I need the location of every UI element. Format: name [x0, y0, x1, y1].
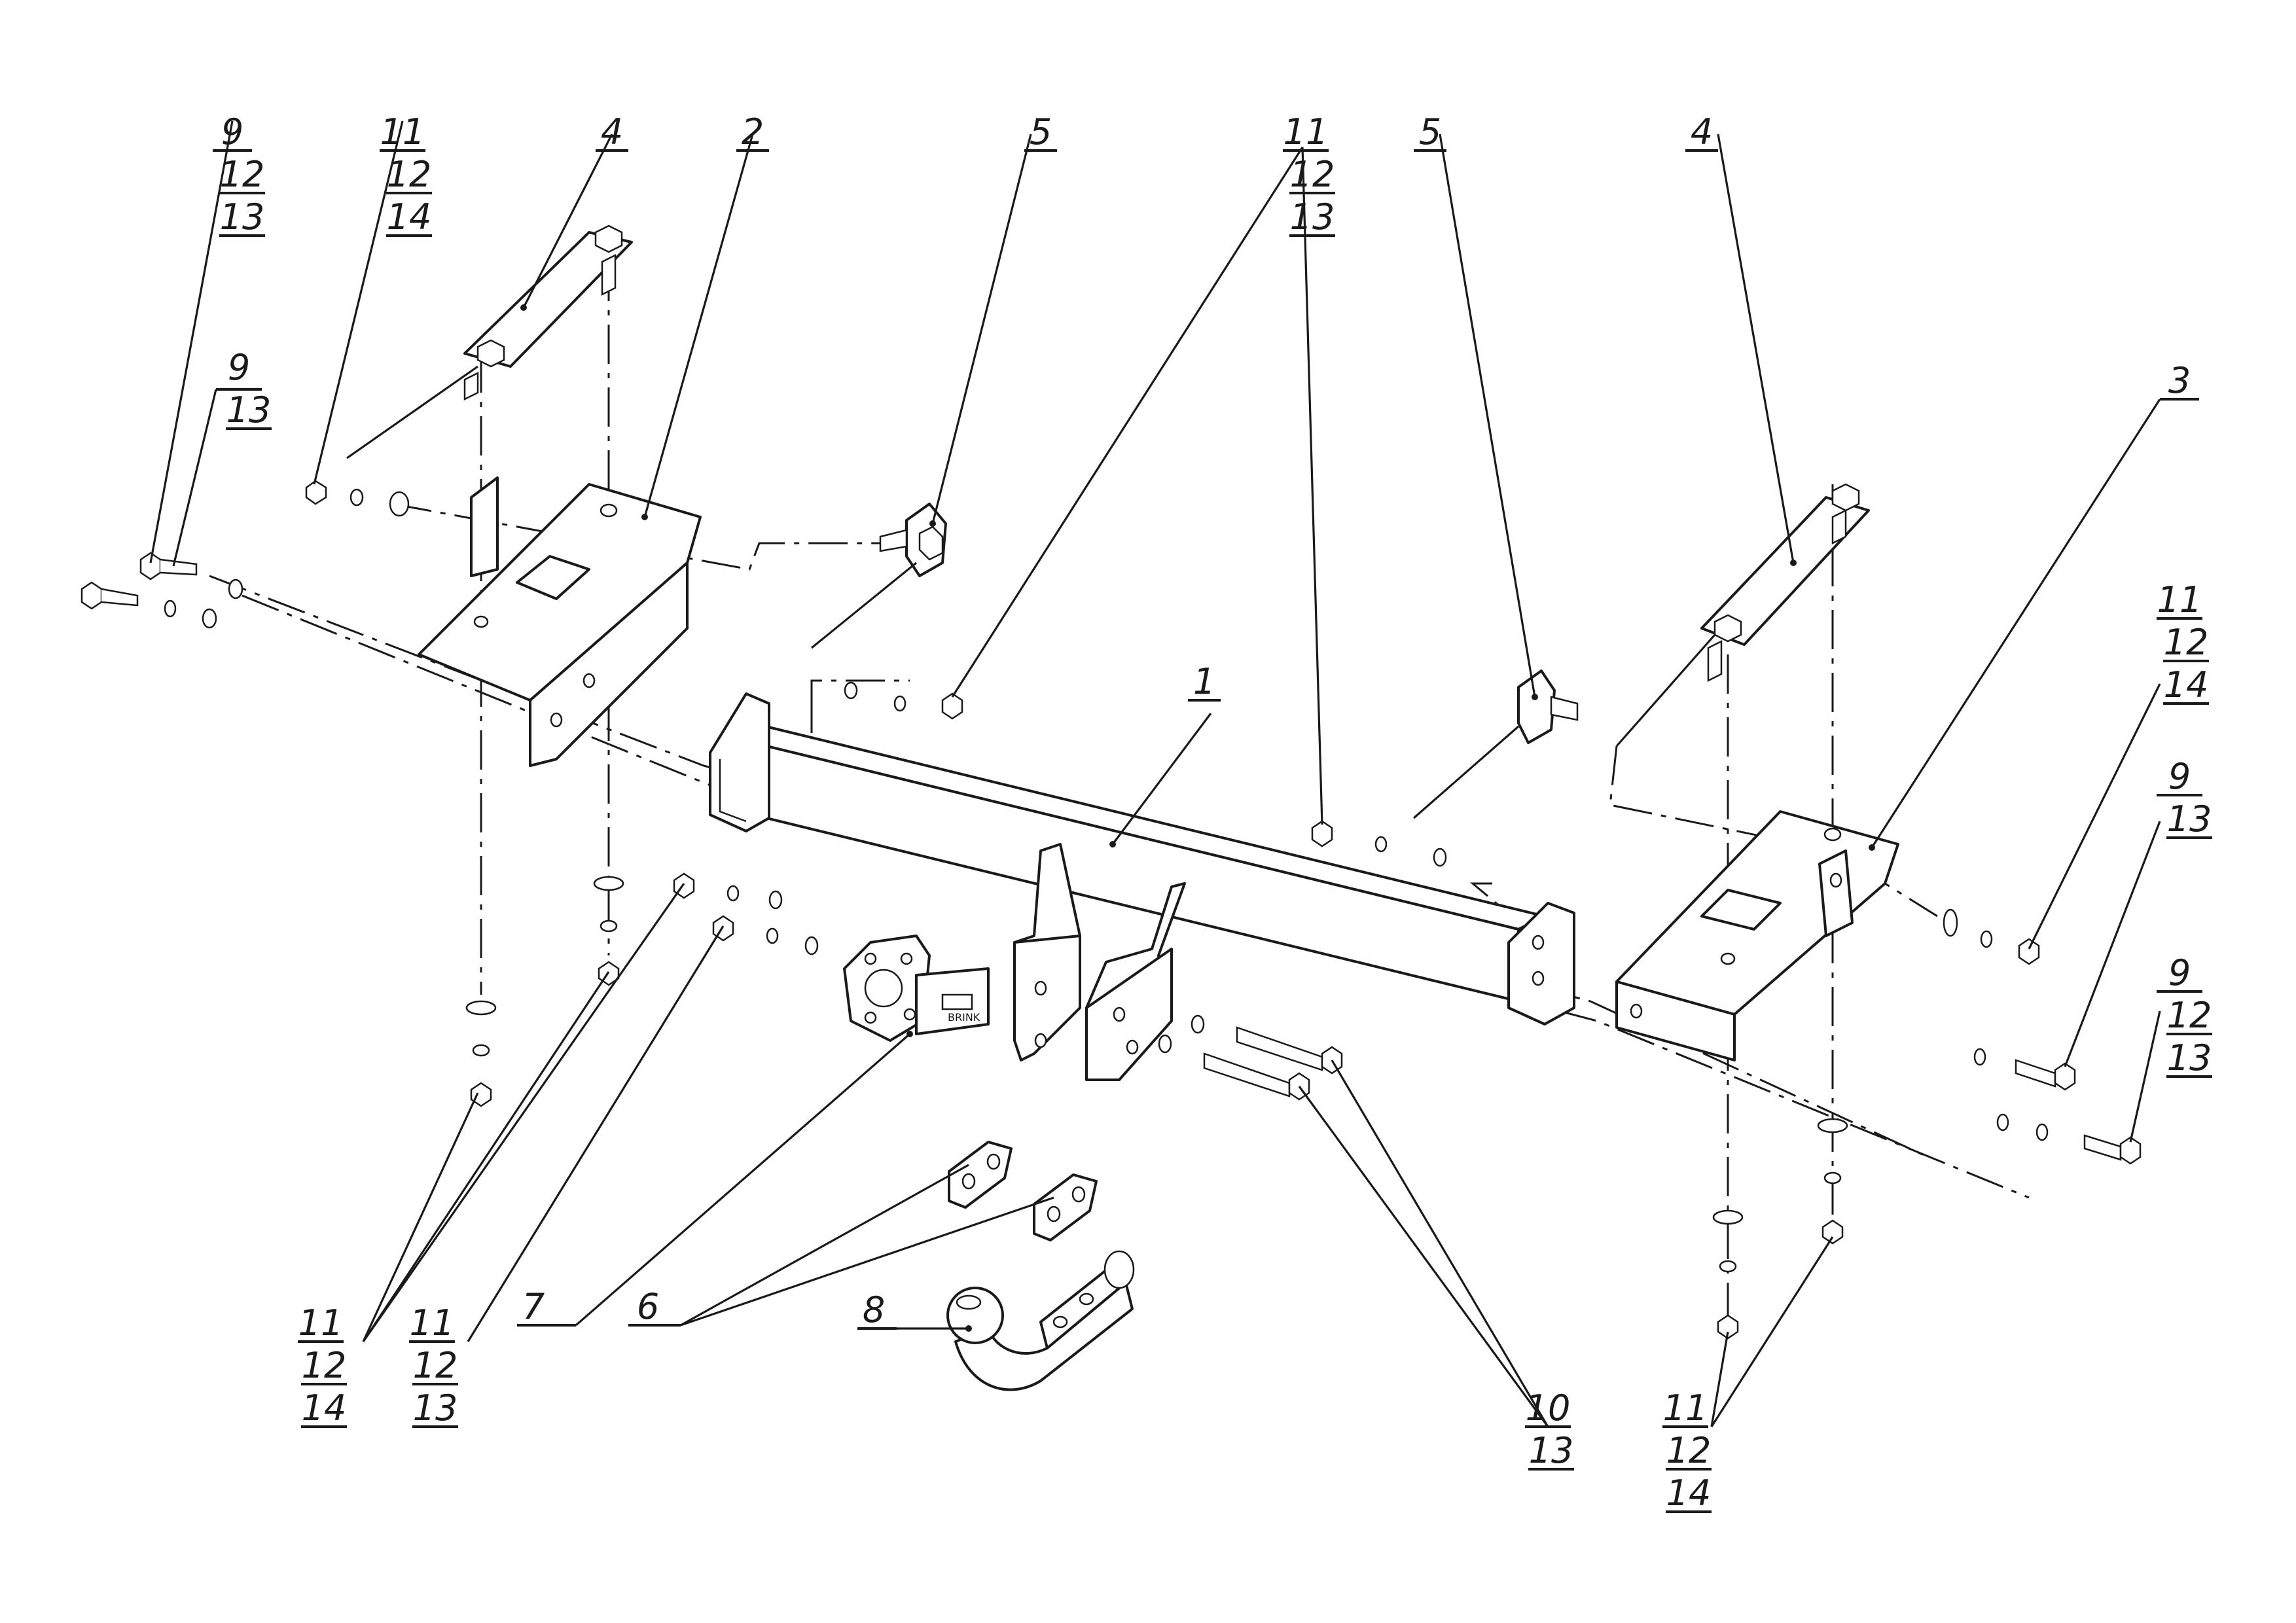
- callout-label-3: 3: [2160, 360, 2199, 401]
- svg-text:6: 6: [637, 1286, 659, 1327]
- svg-text:5: 5: [1419, 111, 1441, 152]
- callout-label-5-b: 5: [1414, 111, 1446, 152]
- cross-beam-part-1: [709, 692, 1575, 1026]
- callout-label-4-b: 4: [1685, 111, 1718, 152]
- svg-text:3: 3: [2168, 360, 2191, 401]
- stud-plate-part-5-right: [1412, 669, 1579, 819]
- callout-label-9-12-13-b: 9 12 13: [2157, 952, 2212, 1079]
- svg-text:5: 5: [1030, 111, 1052, 152]
- svg-text:9: 9: [2168, 952, 2191, 993]
- svg-text:11: 11: [298, 1302, 344, 1344]
- svg-text:11: 11: [2157, 579, 2202, 620]
- callout-label-9-13-b: 9 13: [2157, 756, 2212, 840]
- ball-mount-brackets: [1013, 843, 1186, 1081]
- svg-text:12: 12: [1666, 1430, 1712, 1471]
- left-bracket-part-2: [418, 476, 702, 767]
- svg-text:7: 7: [522, 1286, 545, 1327]
- callout-label-9-12-13-a: 9 12 13: [213, 111, 265, 238]
- bolt-left-lower: [81, 581, 139, 610]
- callout-label-11-12-14-c: 11 12 14: [298, 1302, 347, 1429]
- svg-text:10: 10: [1526, 1387, 1571, 1429]
- clamp-plate-part-4-left: [346, 224, 633, 459]
- svg-text:13: 13: [1290, 196, 1335, 238]
- clamp-plate-part-4-right: [1615, 483, 1870, 747]
- svg-text:12: 12: [1290, 154, 1335, 195]
- svg-text:14: 14: [302, 1387, 347, 1429]
- svg-text:9: 9: [2168, 756, 2191, 797]
- callout-label-11-12-14-b: 11 12 14: [2157, 579, 2209, 705]
- brand-plate-text: BRINK: [948, 1011, 980, 1024]
- svg-text:12: 12: [413, 1345, 458, 1386]
- socket-plate-part-7: BRINK: [843, 935, 990, 1042]
- svg-text:9: 9: [221, 111, 243, 152]
- svg-text:13: 13: [2167, 1037, 2212, 1079]
- svg-text:14: 14: [1666, 1472, 1712, 1514]
- svg-text:13: 13: [413, 1387, 458, 1429]
- svg-text:11: 11: [410, 1302, 455, 1344]
- bolt-right-lower: [2083, 1134, 2142, 1165]
- svg-text:13: 13: [2167, 798, 2212, 840]
- svg-text:12: 12: [2167, 995, 2212, 1036]
- callout-label-5-a: 5: [1024, 111, 1057, 152]
- bolt-long-upper: [1236, 1026, 1343, 1075]
- svg-text:12: 12: [302, 1345, 347, 1386]
- assembly-axes: [209, 262, 2030, 1342]
- callout-label-11-12-13-top: 11 12 13: [1283, 111, 1335, 238]
- svg-text:12: 12: [387, 154, 432, 195]
- tow-ball-part-8: [946, 1250, 1135, 1391]
- svg-text:9: 9: [228, 347, 250, 388]
- svg-text:2: 2: [742, 111, 764, 152]
- right-bracket-part-3: [1615, 810, 1899, 1061]
- svg-text:11: 11: [380, 111, 425, 152]
- callout-label-11-12-13-c: 11 12 13: [409, 1302, 458, 1429]
- callout-label-6: 6: [628, 1286, 681, 1327]
- svg-text:4: 4: [601, 111, 623, 152]
- callout-label-11-12-14-d: 11 12 14: [1662, 1387, 1712, 1514]
- svg-text:1: 1: [1193, 661, 1215, 702]
- callout-label-4-a: 4: [596, 111, 628, 152]
- callout-label-9-13-a: 9 13: [216, 347, 272, 431]
- svg-text:11: 11: [1283, 111, 1329, 152]
- bolt-left-upper: [139, 552, 198, 580]
- callout-label-7: 7: [517, 1286, 576, 1327]
- callout-label-2: 2: [736, 111, 769, 152]
- svg-text:13: 13: [220, 196, 265, 238]
- svg-text:13: 13: [1529, 1430, 1574, 1471]
- stud-plate-part-5-left: [810, 503, 947, 649]
- svg-text:13: 13: [226, 389, 272, 431]
- svg-text:8: 8: [863, 1289, 885, 1330]
- leader-lines: [149, 120, 2161, 1427]
- svg-text:12: 12: [220, 154, 265, 195]
- svg-text:11: 11: [1663, 1387, 1708, 1429]
- callout-label-10-13: 10 13: [1525, 1387, 1574, 1471]
- spacer-part-6: [948, 1141, 1098, 1241]
- fasteners: [81, 480, 2142, 1340]
- callout-label-8: 8: [857, 1289, 897, 1330]
- svg-text:14: 14: [2164, 664, 2209, 705]
- bolt-right-upper: [2015, 1059, 2076, 1091]
- svg-text:14: 14: [387, 196, 432, 238]
- svg-text:4: 4: [1691, 111, 1713, 152]
- svg-text:12: 12: [2164, 622, 2209, 663]
- callout-label-1: 1: [1188, 661, 1221, 702]
- callout-label-11-12-14-a: 11 12 14: [380, 111, 432, 238]
